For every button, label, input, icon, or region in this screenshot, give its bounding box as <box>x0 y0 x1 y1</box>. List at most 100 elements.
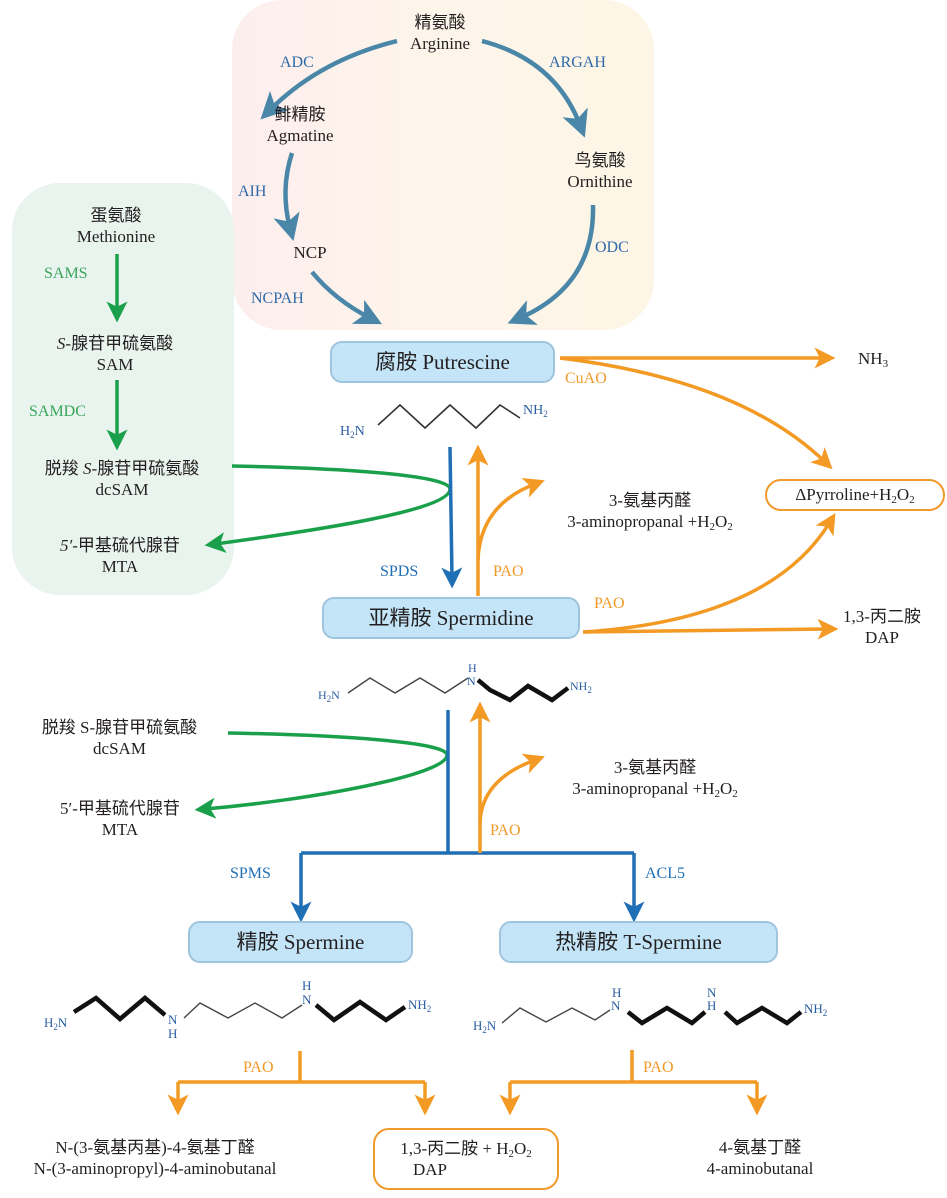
enzyme-pao-5: PAO <box>643 1059 674 1076</box>
arrow-dcsam-to-mta-1 <box>204 464 452 554</box>
aminopropanal-o-2: O <box>719 779 733 798</box>
spermidine-box[interactable]: 亚精胺 Spermidine <box>322 597 580 639</box>
enzyme-pao-1: PAO <box>493 563 524 580</box>
sam-cn: -腺苷甲硫氨酸 <box>65 334 174 353</box>
pyrroline-sub1: 2 <box>891 494 897 506</box>
arrow-pao-pyrroline <box>582 513 836 634</box>
enzyme-pao-3: PAO <box>490 822 521 839</box>
arrow-aih <box>273 152 300 242</box>
methionine-cn: 蛋氨酸 <box>90 206 142 225</box>
arrow-pao-aminopropanal-1 <box>476 477 545 561</box>
dap-cn: 1,3-丙二胺 <box>843 607 921 626</box>
enzyme-cuao: CuAO <box>565 370 607 387</box>
dap-h2o2-cn: 1,3-丙二胺 + H <box>400 1139 509 1158</box>
napab-en: N-(3-aminopropyl)-4-aminobutanal <box>33 1159 277 1178</box>
mta-node: 5′-甲基硫代腺苷 MTA <box>40 535 200 577</box>
enzyme-spds: SPDS <box>380 563 419 580</box>
enzyme-odc: ODC <box>595 239 629 256</box>
aminopropanal-o-1: O <box>714 512 728 531</box>
sam-prefix: S <box>56 334 66 353</box>
methionine-node: 蛋氨酸 Methionine <box>60 205 172 247</box>
arrow-ncpah <box>310 270 383 325</box>
dcsam-node-2: 脱羧 S-腺苷甲硫氨酸 dcSAM <box>22 717 217 759</box>
pyrroline-product: ΔPyrroline+H2O2 <box>765 479 945 511</box>
dcsam-prefix: S <box>83 459 92 478</box>
arginine-node: 精氨酸 Arginine <box>385 12 495 54</box>
mta-cn: -甲基硫代腺苷 <box>72 536 180 555</box>
mta-prefix: 5′ <box>60 536 73 555</box>
aminopropanal-sub1-1: 2 <box>709 521 715 533</box>
aminopropanal-en-2: 3-aminopropanal +H <box>572 779 715 798</box>
ncp-node: NCP <box>293 243 327 262</box>
enzyme-pao-4: PAO <box>243 1059 274 1076</box>
dap-h2o2-sub2: 2 <box>526 1148 532 1160</box>
aminopropanal-cn-2: 3-氨基丙醛 <box>613 758 697 777</box>
arginine-cycle-panel <box>232 0 654 330</box>
dap-h2o2-sub1: 2 <box>508 1148 515 1160</box>
enzyme-acl5: ACL5 <box>645 865 685 882</box>
enzyme-argah: ARGAH <box>549 54 606 71</box>
pyrroline-o: O <box>896 485 910 504</box>
enzyme-samdc: SAMDC <box>29 403 86 420</box>
enzyme-aih: AIH <box>238 183 267 200</box>
enzyme-sams: SAMS <box>44 265 88 282</box>
mta-en-2: MTA <box>101 820 139 839</box>
arrow-pao-dap <box>582 618 839 640</box>
enzyme-spms: SPMS <box>230 865 271 882</box>
spermine-structure <box>72 995 407 1023</box>
t-spermine-structure <box>501 1005 803 1026</box>
arrow-spds <box>441 446 463 589</box>
aminopropanal-product-1: 3-氨基丙醛 3-aminopropanal +H2O2 <box>540 490 760 533</box>
dcsam-cn-a: 脱羧 <box>44 459 84 478</box>
pyrroline-sub2: 2 <box>909 494 915 506</box>
aminopropanal-sub1-2: 2 <box>714 788 720 800</box>
aminopropanal-sub2-2: 2 <box>732 788 738 800</box>
dap-h2o2-en: DAP <box>413 1160 448 1179</box>
sam-node: S-腺苷甲硫氨酸 SAM <box>25 333 205 375</box>
dap-en: DAP <box>864 628 899 647</box>
dap-product: 1,3-丙二胺 DAP <box>832 606 932 648</box>
dcsam-en: dcSAM <box>95 480 149 499</box>
enzyme-pao-2: PAO <box>594 595 625 612</box>
methionine-panel <box>12 183 234 595</box>
methionine-en: Methionine <box>76 227 156 246</box>
agmatine-cn: 鲱精胺 <box>274 105 326 124</box>
ornithine-cn: 鸟氨酸 <box>574 151 626 170</box>
dcsam-cn-b: -腺苷甲硫氨酸 <box>91 459 200 478</box>
t-spermine-box[interactable]: 热精胺 T-Spermine <box>499 921 778 963</box>
dcsam-en-2: dcSAM <box>93 739 146 758</box>
ornithine-node: 鸟氨酸 Ornithine <box>545 150 655 192</box>
arrow-argah <box>481 38 588 138</box>
dcsam-node: 脱羧 S-腺苷甲硫氨酸 dcSAM <box>22 458 222 500</box>
spermidine-structure <box>347 677 570 703</box>
agmatine-en: Agmatine <box>266 126 334 145</box>
sam-en: SAM <box>96 355 134 374</box>
spermine-box[interactable]: 精胺 Spermine <box>188 921 413 963</box>
dcsam-cn-2: 脱羧 S-腺苷甲硫氨酸 <box>41 718 198 737</box>
nh3-sub: 3 <box>882 358 889 370</box>
arginine-en: Arginine <box>409 34 471 53</box>
nh3-product: NH3 <box>858 348 889 370</box>
mta-cn-2: 5′-甲基硫代腺苷 <box>60 799 180 818</box>
aminopropanal-cn-1: 3-氨基丙醛 <box>608 491 692 510</box>
enzyme-adc: ADC <box>280 54 314 71</box>
mta-en: MTA <box>101 557 139 576</box>
arrow-cuao-pyrroline <box>559 356 833 470</box>
arrow-odc <box>507 204 596 325</box>
aminopropanal-sub2-1: 2 <box>727 521 733 533</box>
ornithine-en: Ornithine <box>567 172 633 191</box>
nh3-main: NH <box>858 349 883 368</box>
putrescine-box[interactable]: 腐胺 Putrescine <box>330 341 555 383</box>
arginine-cn: 精氨酸 <box>414 13 466 32</box>
putrescine-structure <box>377 403 521 430</box>
arrow-pao-aminopropanal-2 <box>478 753 545 826</box>
aminopropanal-product-2: 3-氨基丙醛 3-aminopropanal +H2O2 <box>545 757 765 800</box>
aminobutanal-en: 4-aminobutanal <box>706 1159 814 1178</box>
napab-product: N-(3-氨基丙基)-4-氨基丁醛 N-(3-aminopropyl)-4-am… <box>5 1137 305 1179</box>
enzyme-ncpah: NCPAH <box>251 290 304 307</box>
napab-cn: N-(3-氨基丙基)-4-氨基丁醛 <box>55 1138 255 1157</box>
pyrroline-main: ΔPyrroline+H <box>795 485 892 504</box>
dap-h2o2-product: 1,3-丙二胺 + H2O2 DAP <box>373 1128 559 1190</box>
arrow-adc <box>260 38 398 120</box>
